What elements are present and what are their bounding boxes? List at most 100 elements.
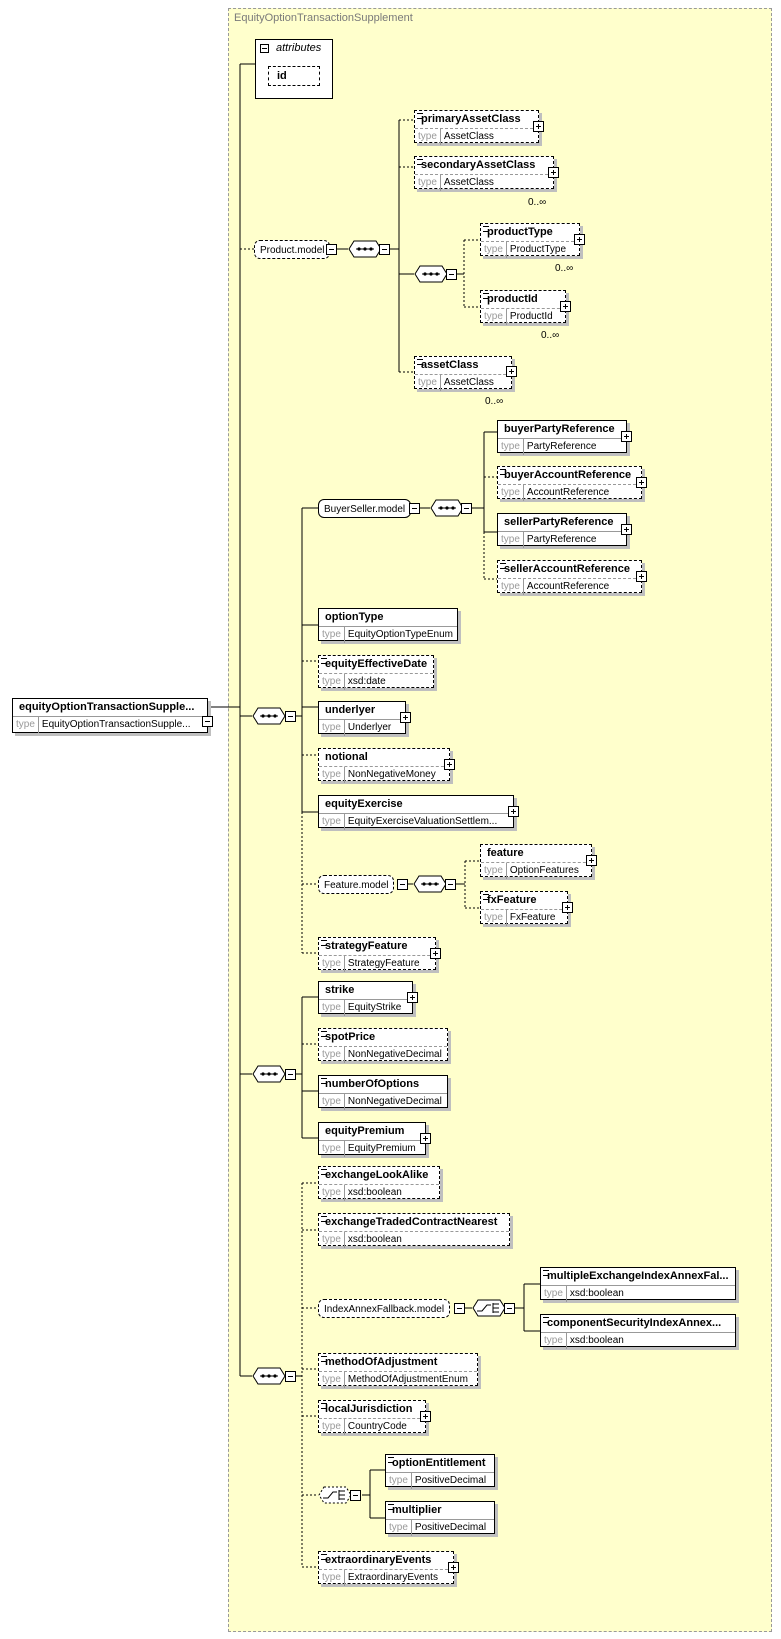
attributes-box: attributes id: [255, 39, 333, 99]
element-type: ProductType: [509, 244, 567, 255]
expand-icon[interactable]: [407, 992, 418, 1003]
collapse-icon[interactable]: [285, 1371, 296, 1382]
root-element-name: equityOptionTransactionSupple...: [13, 699, 207, 717]
type-label: type: [319, 1570, 345, 1586]
expand-icon[interactable]: [548, 167, 559, 178]
expand-icon[interactable]: [400, 712, 411, 723]
collapse-icon[interactable]: [379, 244, 390, 255]
type-label: type: [415, 175, 441, 191]
type-label: type: [319, 956, 345, 972]
type-label: type: [481, 242, 507, 258]
cardinality-label: 0..∞: [528, 197, 547, 208]
expand-icon[interactable]: [444, 759, 455, 770]
collapse-icon[interactable]: [504, 1303, 515, 1314]
collapse-icon[interactable]: [350, 1490, 361, 1501]
feature-model-group[interactable]: Feature.model: [318, 875, 395, 894]
element-type: NonNegativeMoney: [347, 769, 436, 780]
type-label: type: [319, 814, 345, 830]
expand-icon[interactable]: [562, 902, 573, 913]
attribute-id[interactable]: id: [268, 66, 320, 86]
type-label: type: [415, 375, 441, 391]
element-type: EquityPremium: [347, 1143, 416, 1154]
element-name: buyerPartyReference: [498, 421, 626, 439]
expand-icon[interactable]: [506, 366, 517, 377]
expand-icon[interactable]: [420, 1411, 431, 1422]
type-label: type: [498, 485, 524, 501]
index-annex-fallback-model-group[interactable]: IndexAnnexFallback.model: [318, 1299, 451, 1318]
type-label: type: [319, 674, 345, 690]
element-type: MethodOfAdjustmentEnum: [347, 1374, 468, 1385]
buyer-seller-model-group[interactable]: BuyerSeller.model: [318, 499, 412, 518]
cardinality-label: 0..∞: [555, 263, 574, 274]
root-element-type: EquityOptionTransactionSupple...: [41, 719, 191, 730]
collapse-icon[interactable]: [454, 1303, 465, 1314]
expand-icon[interactable]: [636, 571, 647, 582]
element-name: underlyer: [319, 702, 405, 720]
expand-icon[interactable]: [430, 948, 441, 959]
collapse-icon[interactable]: [446, 269, 457, 280]
element-type: xsd:boolean: [569, 1335, 624, 1346]
collapse-icon[interactable]: [409, 503, 420, 514]
expand-icon[interactable]: [621, 431, 632, 442]
type-label: type: [541, 1333, 567, 1349]
element-name: exchangeTradedContractNearest: [319, 1214, 509, 1232]
type-label: type: [319, 1372, 345, 1388]
collapse-icon[interactable]: [326, 244, 337, 255]
collapse-icon[interactable]: [461, 503, 472, 514]
element-name: fxFeature: [481, 892, 567, 910]
choice-compositor-icon: [318, 1486, 352, 1504]
expand-icon[interactable]: [636, 477, 647, 488]
collapse-icon[interactable]: [397, 879, 408, 890]
choice-compositor-icon: [472, 1299, 506, 1317]
expand-icon[interactable]: [574, 234, 585, 245]
element-name: equityPremium: [319, 1123, 425, 1141]
expand-icon[interactable]: [533, 121, 544, 132]
expand-icon[interactable]: [420, 1133, 431, 1144]
expand-icon[interactable]: [448, 1562, 459, 1573]
product-model-group[interactable]: Product.model: [254, 240, 331, 259]
element-type: FxFeature: [509, 912, 556, 923]
collapse-icon[interactable]: [202, 716, 213, 727]
element-name: sellerAccountReference: [498, 561, 641, 579]
expand-icon[interactable]: [621, 524, 632, 535]
expand-icon[interactable]: [560, 301, 571, 312]
collapse-icon[interactable]: [260, 44, 269, 53]
collapse-icon[interactable]: [285, 711, 296, 722]
collapse-icon[interactable]: [445, 879, 456, 890]
collapse-icon[interactable]: [285, 1069, 296, 1080]
expand-icon[interactable]: [508, 806, 519, 817]
expand-icon[interactable]: [586, 855, 597, 866]
element-name: optionEntitlement: [386, 1455, 494, 1473]
